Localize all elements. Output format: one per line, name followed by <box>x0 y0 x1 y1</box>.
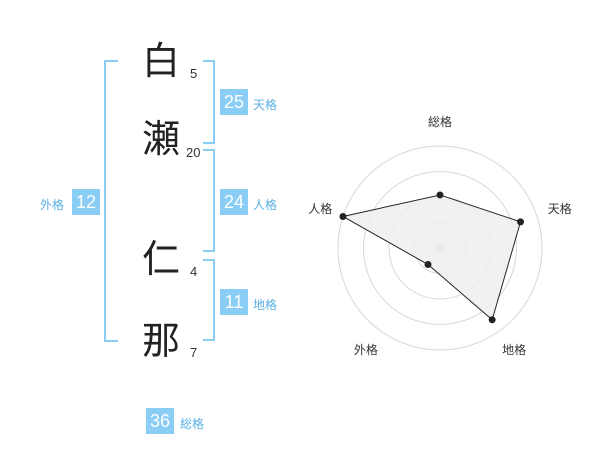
name-char-1: 白 <box>141 39 180 83</box>
radar-axis-label: 外格 <box>354 342 378 357</box>
gaikaku-value: 12 <box>72 189 100 215</box>
chikaku-bracket <box>203 259 215 341</box>
chikaku-label: 地格 <box>253 298 278 312</box>
radar-point-3 <box>488 316 496 324</box>
gaikaku-label: 外格 <box>40 198 65 212</box>
radar-ring <box>337 145 543 351</box>
stroke-count-1: 5 <box>190 66 198 81</box>
radar-ring <box>363 171 517 325</box>
jinkaku-bracket <box>203 149 215 252</box>
soukaku-label: 総格 <box>180 417 205 431</box>
radar-area <box>341 194 522 321</box>
radar-axis-label: 人格 <box>308 201 332 216</box>
radar-axis-label: 地格 <box>502 342 526 357</box>
chikaku-value: 11 <box>220 289 248 315</box>
radar-point-5 <box>339 212 347 220</box>
stroke-count-3: 4 <box>190 264 198 279</box>
name-char-3: 仁 <box>141 237 180 281</box>
jinkaku-value: 24 <box>220 189 248 215</box>
radar-point-1 <box>436 191 444 199</box>
tenkaku-bracket <box>203 60 215 144</box>
radar-point-2 <box>517 218 525 226</box>
stroke-count-4: 7 <box>190 345 198 360</box>
stroke-count-2: 20 <box>186 145 201 160</box>
jinkaku-label: 人格 <box>253 198 278 212</box>
soukaku-value: 36 <box>146 408 174 434</box>
tenkaku-value: 25 <box>220 89 248 115</box>
gaikaku-bracket <box>104 60 118 342</box>
name-char-4: 那 <box>141 319 180 363</box>
radar-point-4 <box>424 261 432 269</box>
radar-axis-label: 総格 <box>428 114 452 129</box>
name-char-2: 瀬 <box>141 117 180 161</box>
radar-points <box>339 191 525 324</box>
radar-axis-label: 天格 <box>548 201 572 216</box>
tenkaku-label: 天格 <box>253 98 278 112</box>
